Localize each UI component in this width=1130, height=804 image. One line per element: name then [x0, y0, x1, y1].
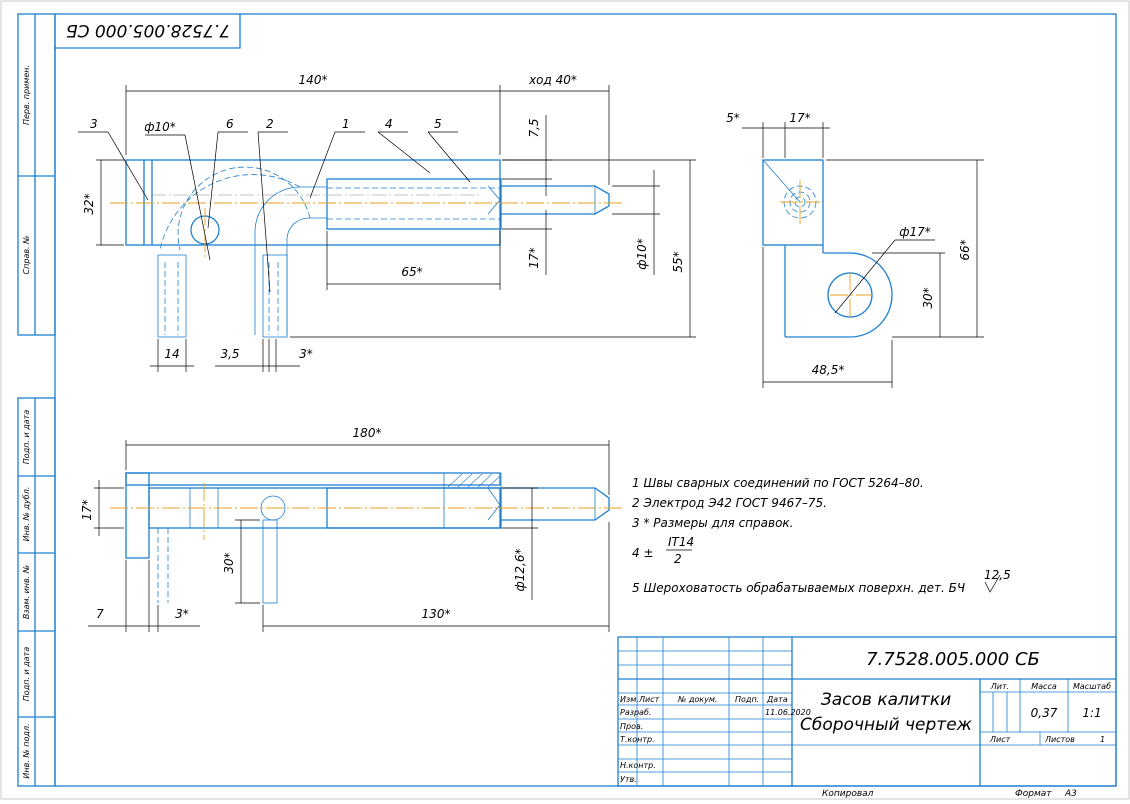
title-line-2: Сборочный чертеж [800, 715, 973, 735]
tb-col-date: Дата [766, 695, 788, 704]
side-dim-48-5: 48,5* [812, 363, 845, 377]
tb-scale-value: 1:1 [1082, 706, 1101, 720]
tb-date-value: 11.06.2020 [765, 708, 811, 717]
strip-label-3: Подп. и дата [22, 410, 31, 465]
tb-row-tkontr: Т.контр. [620, 735, 655, 744]
plan-dim-3: 3* [175, 607, 189, 621]
dim-7-5: 7,5 [527, 118, 541, 137]
strip-label-4: Инв. № дубл. [22, 487, 31, 542]
footer-format-label: Формат [1015, 789, 1052, 799]
dim-65: 65* [401, 265, 422, 279]
strip-label-1: Перв. примен. [22, 65, 31, 125]
tb-lit-label: Лит. [990, 682, 1009, 691]
plan-dim-7: 7 [96, 607, 104, 621]
tb-row-prov: Пров. [620, 722, 643, 731]
dim-17: 17* [527, 247, 541, 268]
plan-dim-180: 180* [353, 426, 382, 440]
footer-format-value: А3 [1064, 789, 1077, 799]
plan-view: 180* 17* 30* ф12,6* 7 3* 130* [80, 426, 625, 632]
side-dim-phi17: ф17* [899, 225, 931, 239]
strip-label-6: Подп. и дата [22, 647, 31, 702]
tb-col-list: Лист [638, 695, 660, 704]
side-dim-30: 30* [921, 287, 935, 308]
strip-label-2: Справ. № [22, 236, 31, 275]
callout-2: 2 [266, 117, 274, 131]
side-view: 5* 17* 66* 30* ф17* 48,5* [726, 111, 984, 388]
dim-stroke: ход 40* [528, 73, 577, 87]
callout-5: 5 [434, 117, 442, 131]
plan-dim-phi12-6: ф12,6* [513, 549, 527, 592]
note-3: 3 * Размеры для справок. [632, 516, 793, 530]
side-dim-17: 17* [789, 111, 810, 125]
side-strip: Перв. примен. Справ. № Подп. и дата Инв.… [17, 13, 56, 787]
callout-1: 1 [342, 117, 350, 131]
tb-sheet-label: Лист [989, 735, 1011, 744]
tb-col-izm: Изм. [620, 695, 639, 704]
callout-3: 3 [90, 117, 98, 131]
dim-55: 55* [671, 251, 685, 272]
callout-4: 4 [385, 117, 393, 131]
front-view: 140* ход 40* 32* ф10* 7,5 17* ф10* 55* [78, 73, 696, 372]
note-2: 2 Электрод Э42 ГОСТ 9467–75. [632, 496, 827, 510]
side-dim-66: 66* [958, 239, 972, 260]
tb-row-utv: Утв. [620, 775, 637, 784]
inner-frame [54, 13, 1117, 787]
tb-col-sign: Подп. [735, 695, 759, 704]
tb-col-doc: № докум. [677, 695, 717, 704]
title-block: 7.7528.005.000 СБ Засов калитки Сборочны… [617, 636, 1117, 787]
strip-label-7: Инв. № подл. [22, 723, 31, 778]
tb-row-razrab: Разраб. [620, 708, 651, 717]
note-1: 1 Швы сварных соединений по ГОСТ 5264–80… [632, 476, 924, 490]
plan-dim-17: 17* [80, 499, 94, 520]
strip-label-5: Взам. инв. № [22, 565, 31, 619]
technical-notes: 1 Швы сварных соединений по ГОСТ 5264–80… [632, 476, 1011, 595]
roughness-icon [984, 574, 1001, 593]
note-5: 5 Шероховатость обрабатываемых поверхн. … [632, 581, 965, 595]
dim-14: 14 [164, 347, 179, 361]
dim-phi10: ф10* [144, 120, 176, 134]
tb-mass-value: 0,37 [1031, 706, 1058, 720]
tb-sheets-value: 1 [1100, 735, 1105, 744]
note-4-denominator: 2 [674, 552, 682, 566]
plan-dim-30: 30* [222, 552, 236, 573]
callout-6: 6 [226, 117, 234, 131]
rotated-code-box: 7.7528.005.000 СБ [55, 14, 241, 49]
note-4-numerator: IT14 [668, 535, 694, 549]
plan-dim-130: 130* [422, 607, 451, 621]
tb-sheets-label: Листов [1044, 735, 1075, 744]
title-drawing-code: 7.7528.005.000 СБ [866, 649, 1040, 670]
dim-3: 3* [299, 347, 313, 361]
rotated-drawing-code: 7.7528.005.000 СБ [66, 20, 230, 40]
note-5-roughness: 12,5 [984, 568, 1011, 582]
dim-32: 32* [82, 193, 96, 214]
dim-phi10b: ф10* [635, 238, 649, 270]
dim-140: 140* [299, 73, 328, 87]
title-line-1: Засов калитки [821, 690, 951, 710]
side-dim-5: 5* [726, 111, 740, 125]
dim-3-5: 3,5 [220, 347, 239, 361]
tb-scale-label: Масштаб [1073, 682, 1111, 691]
tb-mass-label: Масса [1031, 682, 1057, 691]
footer-copied: Копировал [822, 789, 874, 799]
tb-row-nkontr: Н.контр. [620, 761, 656, 770]
note-4: 4 ± [632, 546, 654, 560]
